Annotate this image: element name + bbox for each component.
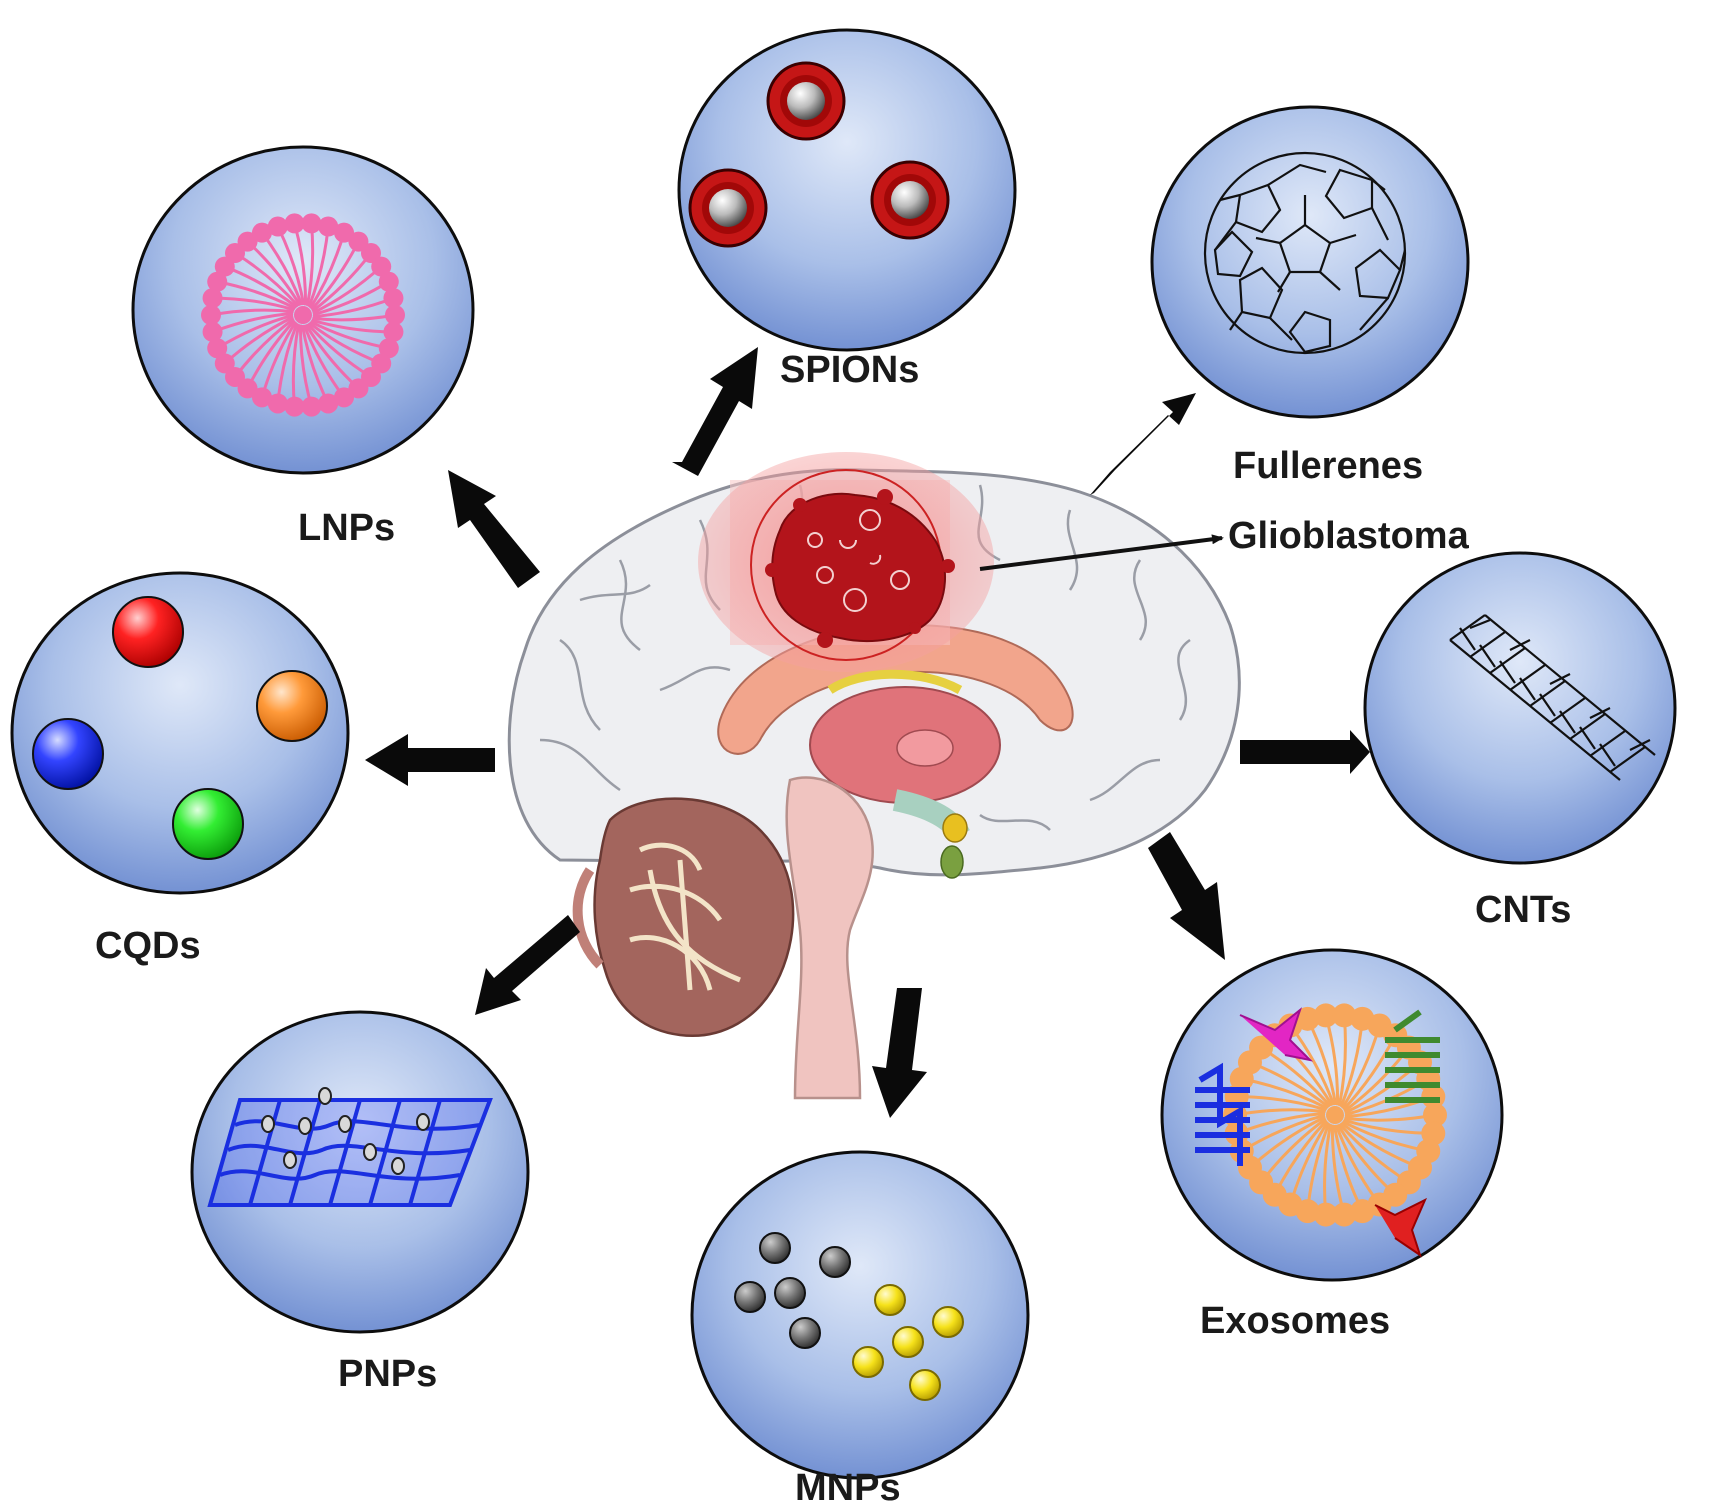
glioblastoma-label: Glioblastoma bbox=[1228, 515, 1470, 557]
exosomes-label: Exosomes bbox=[1200, 1300, 1390, 1342]
pituitary bbox=[942, 813, 968, 843]
cqds-bubble bbox=[10, 571, 350, 895]
arrows bbox=[365, 347, 1370, 1118]
arrow-to-cqds bbox=[365, 734, 495, 786]
fullerenes-label: Fullerenes bbox=[1233, 445, 1423, 487]
fornix bbox=[827, 669, 963, 694]
polymer-mesh bbox=[207, 1098, 493, 1207]
pnps-bubble bbox=[190, 1010, 530, 1334]
membrane-protein-green bbox=[1385, 1009, 1440, 1103]
cnts-bubble bbox=[1363, 551, 1677, 865]
carbon-nanotube bbox=[1449, 614, 1656, 781]
spion-particle bbox=[766, 61, 846, 141]
quantum-dot-red bbox=[112, 596, 184, 668]
lnps-label: LNPs bbox=[298, 507, 395, 549]
tumor-cells bbox=[807, 509, 910, 612]
pituitary-lobe bbox=[940, 845, 964, 879]
fullerenes-bubble bbox=[1150, 105, 1470, 419]
lipid-nanoparticle bbox=[201, 213, 405, 417]
mnps-label: MNPs bbox=[795, 1467, 901, 1508]
arrow-to-fullerenes bbox=[1090, 393, 1196, 495]
cnts-label: CNTs bbox=[1475, 889, 1571, 931]
spions-label: SPIONs bbox=[780, 349, 919, 391]
gyri-lines bbox=[539, 484, 1191, 831]
thalamus-nucleus bbox=[896, 729, 954, 767]
mnp-gold-particles bbox=[852, 1284, 964, 1401]
exosomes-bubble bbox=[1160, 948, 1504, 1282]
fullerene-cage bbox=[1203, 151, 1407, 355]
brainstem bbox=[785, 776, 874, 1100]
arrow-to-spions bbox=[672, 347, 758, 476]
arrow-to-pnps bbox=[475, 915, 580, 1015]
cqds-label: CQDs bbox=[95, 925, 201, 967]
membrane-receptor-red bbox=[1374, 1197, 1428, 1258]
membrane-protein-blue bbox=[1195, 1062, 1250, 1166]
quantum-dot-orange bbox=[256, 670, 328, 742]
glioblastoma-pointer bbox=[979, 534, 1224, 571]
glioblastoma-mass bbox=[771, 492, 946, 642]
membrane-receptor-magenta bbox=[1239, 1007, 1314, 1062]
spion-particle bbox=[870, 160, 950, 240]
spion-particle bbox=[688, 168, 768, 248]
quantum-dot-blue bbox=[32, 718, 104, 790]
quantum-dot-green bbox=[172, 788, 244, 860]
arrow-to-exosomes bbox=[1148, 832, 1225, 960]
spions-bubble bbox=[677, 28, 1017, 352]
mnps-bubble bbox=[690, 1150, 1030, 1480]
arbor-vitae bbox=[629, 842, 741, 991]
polymer-drug-cargo bbox=[261, 1087, 430, 1175]
arrow-to-lnps bbox=[448, 470, 540, 588]
lnps-bubble bbox=[131, 145, 475, 475]
arrow-to-mnps bbox=[872, 988, 927, 1118]
pnps-label: PNPs bbox=[338, 1353, 437, 1395]
arrow-to-cnts bbox=[1240, 730, 1370, 774]
cerebellar-tonsil bbox=[572, 867, 604, 969]
mnp-gray-particles bbox=[734, 1232, 851, 1349]
cerebellum bbox=[593, 797, 795, 1037]
brain-illustration bbox=[507, 452, 1241, 1100]
